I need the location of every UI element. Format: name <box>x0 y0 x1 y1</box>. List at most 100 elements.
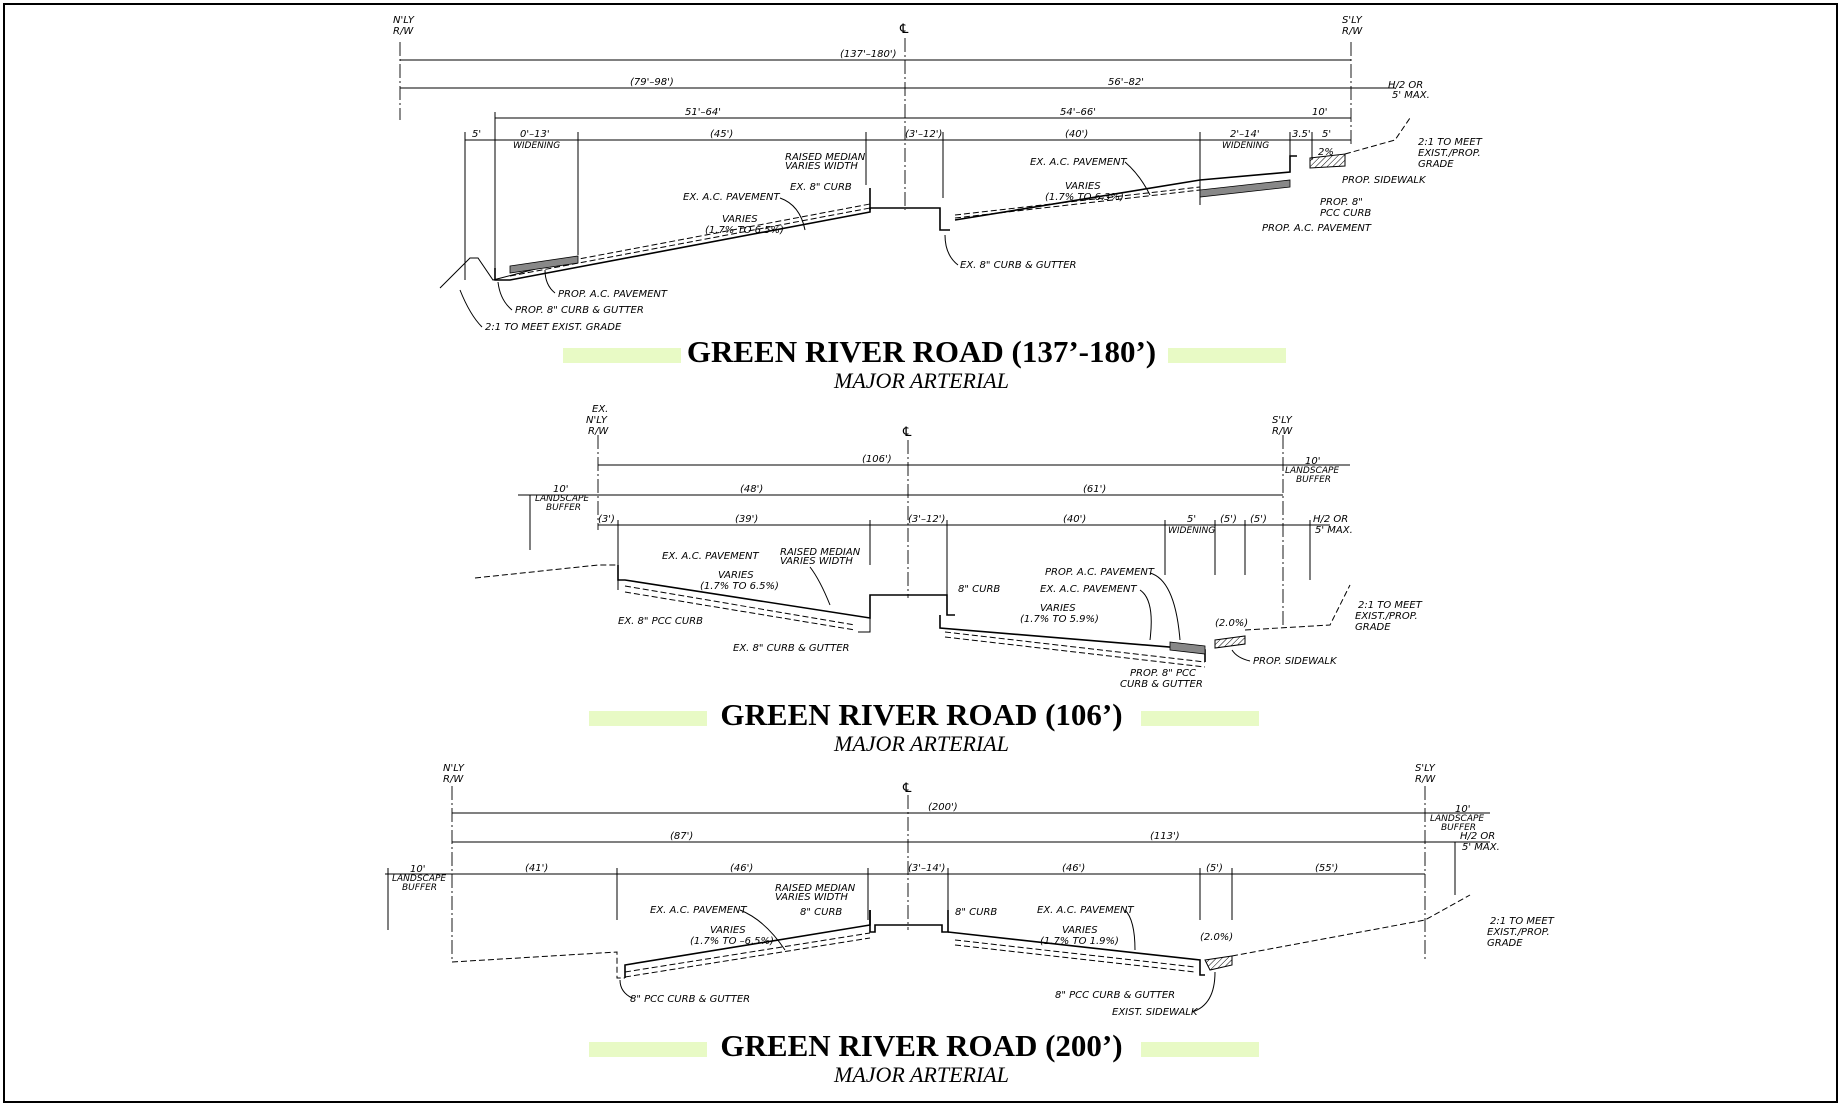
h2-label: H/2 OR <box>1313 514 1348 525</box>
dim-total: (106') <box>862 454 892 465</box>
varies-left-2: (1.7% TO 6.5%) <box>700 581 779 592</box>
centerline-symbol: ℄ <box>902 425 912 440</box>
slope-right-3: GRADE <box>1355 622 1391 633</box>
north-row-label: N'LY <box>443 763 465 774</box>
slope-right-2: EXIST./PROP. <box>1355 611 1418 622</box>
leader <box>1139 589 1152 641</box>
section-title-200: GREEN RIVER ROAD (200’) <box>720 1028 1123 1063</box>
right-slope <box>1244 584 1351 631</box>
left-slope <box>439 257 579 289</box>
leader <box>1149 572 1181 641</box>
ex-pavement-right-label: EX. A.C. PAVEMENT <box>1037 905 1135 916</box>
slope-2pct: (2.0%) <box>1200 932 1233 943</box>
centerline-symbol: ℄ <box>902 781 912 796</box>
dim-46a: (46') <box>730 863 753 874</box>
slope-right-2: EXIST./PROP. <box>1418 148 1481 159</box>
prop-pavement <box>1169 641 1206 655</box>
dim-widen-right: 2'–14' <box>1230 129 1260 140</box>
dim-3-5: 3.5' <box>1292 129 1311 140</box>
prop-sidewalk-label: PROP. SIDEWALK <box>1342 175 1427 186</box>
dim-right: (61') <box>1083 484 1106 495</box>
pcc-curb-gutter-left-label: 8" PCC CURB & GUTTER <box>630 994 750 1005</box>
section-subtitle-106: MAJOR ARTERIAL <box>834 731 1009 756</box>
varies-right-2: (1.7% TO 6.3%) <box>1045 192 1124 203</box>
dim-55: (55') <box>1315 863 1338 874</box>
right-pavement-dash-2 <box>954 189 1201 219</box>
buffer-right-3: BUFFER <box>1296 475 1331 485</box>
varies-left: VARIES <box>722 214 758 225</box>
leader <box>809 566 831 606</box>
leader <box>944 234 959 266</box>
ex-curb-gutter-label: EX. 8" CURB & GUTTER <box>733 643 849 654</box>
ex-pavement-right-label: EX. A.C. PAVEMENT <box>1030 157 1128 168</box>
slope-left-label: 2:1 TO MEET EXIST. GRADE <box>485 322 622 333</box>
varies-left: VARIES <box>718 570 754 581</box>
ex-label: EX. <box>592 404 608 415</box>
ex-pcc-curb-label: EX. 8" PCC CURB <box>618 616 703 627</box>
south-row-label-2: R/W <box>1272 426 1293 437</box>
slope-right-3: GRADE <box>1487 938 1523 949</box>
dim-40: (40') <box>1065 129 1088 140</box>
dim-5b: (5') <box>1250 514 1267 525</box>
buffer-right-2: LANDSCAPE <box>1285 466 1339 476</box>
leader <box>544 269 556 294</box>
varies-right: VARIES <box>1062 925 1098 936</box>
buffer-right: 10' <box>1455 804 1470 815</box>
ex-pavement-right-label: EX. A.C. PAVEMENT <box>1040 584 1138 595</box>
cross-section-106: EX. N'LY R/W S'LY R/W ℄ (106') 10' LANDS… <box>474 404 1423 690</box>
title-bar-right <box>1141 711 1259 726</box>
varies-left-2: (1.7% TO 6.5%) <box>705 225 784 236</box>
south-row-label-2: R/W <box>1415 774 1436 785</box>
h2-label-2: 5' MAX. <box>1462 842 1500 853</box>
slope-2pct: 2% <box>1318 147 1334 158</box>
dim-5: 5' <box>472 129 481 140</box>
leader <box>779 197 806 231</box>
prop-pcc-label-2: PCC CURB <box>1320 208 1371 219</box>
dim-right: 56'–82' <box>1108 77 1144 88</box>
leader <box>739 909 786 951</box>
cross-section-137-180: N'LY R/W S'LY R/W ℄ (137'–180') (79'–98'… <box>393 15 1483 333</box>
left-pavement-dash-2 <box>624 937 871 978</box>
dim-10: 10' <box>1312 107 1327 118</box>
curb-8-label: 8" CURB <box>958 584 1000 595</box>
widening-left: WIDENING <box>513 141 560 151</box>
h2-label-2: 5' MAX. <box>1392 90 1430 101</box>
prop-pavement-right <box>1199 179 1291 198</box>
median-label-2: VARIES WIDTH <box>785 161 858 172</box>
h2-label: H/2 OR <box>1388 80 1423 91</box>
ex-pavement-left-label: EX. A.C. PAVEMENT <box>683 192 781 203</box>
dim-5a: (5') <box>1220 514 1237 525</box>
title-bar-left <box>589 1042 707 1057</box>
prop-pavement-label: PROP. A.C. PAVEMENT <box>1045 567 1155 578</box>
slope-right: 2:1 TO MEET <box>1490 916 1555 927</box>
median-label: RAISED MEDIAN <box>780 547 861 558</box>
right-pavement-dash <box>954 939 1196 968</box>
leader <box>1124 161 1151 196</box>
dim-46b: (46') <box>1062 863 1085 874</box>
left-pavement-dash <box>624 585 856 626</box>
cross-section-200: N'LY R/W S'LY R/W ℄ (200') 10' LANDSCAPE… <box>385 763 1555 1018</box>
exist-sidewalk-hatch <box>1204 955 1233 971</box>
ex-curb-gutter-label: EX. 8" CURB & GUTTER <box>960 260 1076 271</box>
exist-sidewalk-label: EXIST. SIDEWALK <box>1112 1007 1199 1018</box>
dim-median: (3'–14') <box>908 863 945 874</box>
buffer-left-2: LANDSCAPE <box>392 874 446 884</box>
right-pavement-top <box>939 615 1206 662</box>
h2-label-2: 5' MAX. <box>1315 525 1353 536</box>
varies-left-2: (1.7% TO –6.5%) <box>690 936 774 947</box>
dim-39: (39') <box>735 514 758 525</box>
dim-5b: 5' <box>1322 129 1331 140</box>
left-pavement-top <box>617 565 955 619</box>
title-bar-left <box>563 348 681 363</box>
median <box>869 207 950 231</box>
dim-left: (87') <box>670 831 693 842</box>
dim-41: (41') <box>525 863 548 874</box>
dim-40: (40') <box>1063 514 1086 525</box>
dim-left: (79'–98') <box>630 77 674 88</box>
leader <box>497 281 513 311</box>
right-pavement-top <box>954 155 1297 221</box>
buffer-left: 10' <box>410 864 425 875</box>
section-subtitle-200: MAJOR ARTERIAL <box>834 1062 1009 1087</box>
curb-8-right-label: 8" CURB <box>955 907 997 918</box>
prop-curb-gutter-label: PROP. 8" CURB & GUTTER <box>515 305 644 316</box>
